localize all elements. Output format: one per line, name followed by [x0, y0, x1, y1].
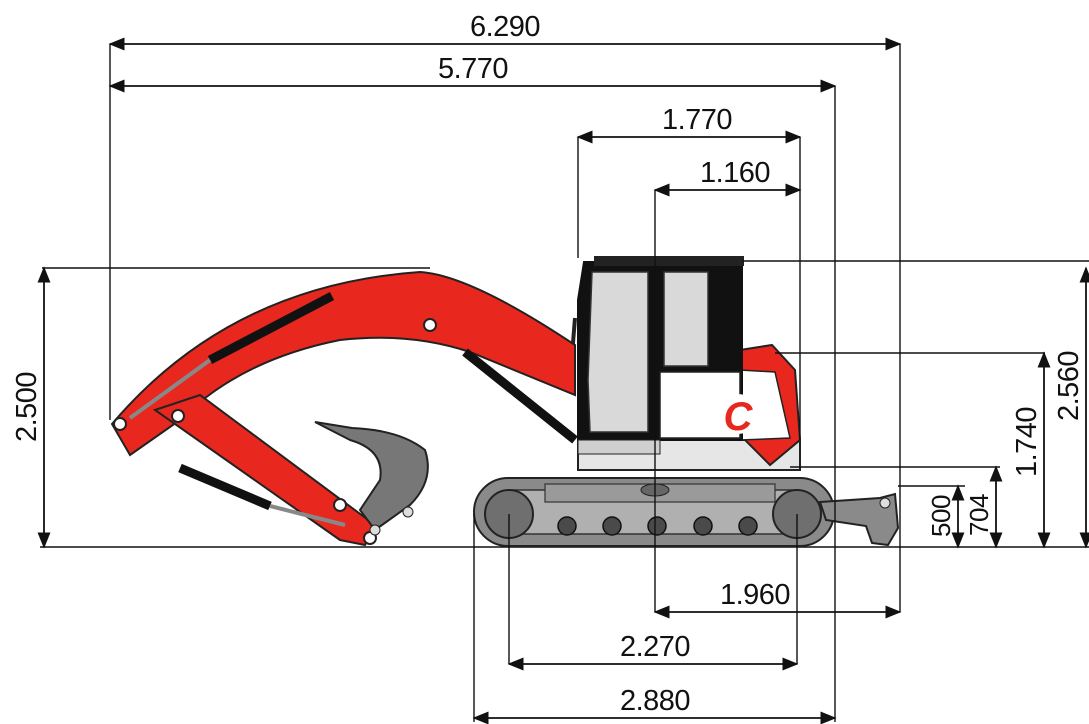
track-undercarriage: [473, 477, 835, 547]
excavator-illustration: C: [40, 256, 1089, 548]
dim-length-without-blade: 5.770: [438, 53, 508, 85]
dim-rear-to-swing-center: 1.160: [700, 157, 770, 189]
boom: [110, 270, 578, 547]
cab: [568, 256, 744, 455]
dimension-lines: 6.290 5.770 1.770 1.160 2.500 2.560 1.74…: [11, 11, 1089, 724]
dim-rear-to-cab-front: 1.770: [662, 104, 732, 136]
roller-1: [557, 516, 577, 536]
bucket-cylinder-rod: [269, 504, 346, 527]
arm-cylinder-rod: [128, 358, 212, 420]
dozer-blade: [818, 492, 900, 547]
cab-front-glass: [587, 271, 649, 433]
cab-door-glass: [663, 271, 709, 367]
brand-logo: C: [718, 394, 758, 439]
boom-body: [110, 270, 576, 457]
bucket: [314, 421, 429, 536]
roller-3: [647, 516, 667, 536]
cab-roof: [594, 256, 744, 266]
dim-counterweight-height: 1.740: [1011, 407, 1043, 477]
cab-step: [577, 439, 661, 455]
dim-blade-lift: 704: [964, 494, 994, 536]
dim-track-length: 2.880: [620, 685, 690, 717]
bucket-cylinder: [178, 463, 272, 511]
dim-overall-length: 6.290: [470, 11, 540, 43]
logo-letter: C: [724, 395, 754, 439]
roller-4: [693, 516, 713, 536]
dim-counterweight-to-top: 2.560: [1053, 351, 1085, 421]
boom-cylinder: [462, 348, 578, 444]
roller-5: [738, 516, 758, 536]
dim-overall-height: 2.500: [11, 372, 43, 442]
dim-tumbler-distance: 2.270: [620, 631, 690, 663]
roller-2: [602, 516, 622, 536]
arm-cylinder: [207, 292, 335, 364]
dim-swing-center-to-blade: 1.960: [720, 579, 790, 611]
dim-blade-height: 500: [926, 495, 956, 537]
